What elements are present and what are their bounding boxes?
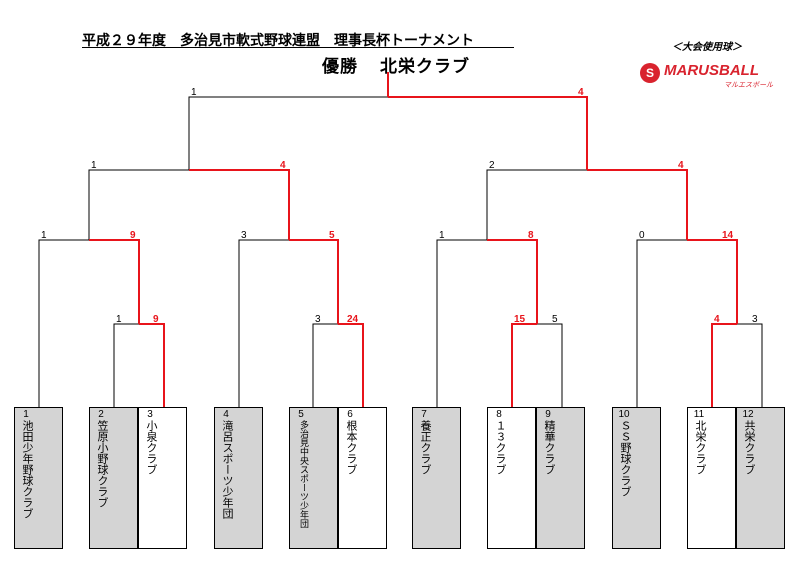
r2m4-right-line bbox=[687, 239, 738, 324]
maru-s-ball-logo: S MARUSBALL マルエスボール bbox=[640, 60, 773, 89]
team-name: ＳＳ野球クラブ bbox=[619, 420, 632, 497]
r2m2-left-score: 3 bbox=[241, 230, 247, 241]
sf1-right-score: 4 bbox=[280, 160, 286, 171]
r2m3-left-score: 1 bbox=[439, 230, 445, 241]
team-name: 根本クラブ bbox=[345, 420, 358, 475]
r1m4-right-score: 3 bbox=[752, 314, 758, 325]
sf2-right-line bbox=[587, 169, 688, 240]
r2m2-left-line bbox=[238, 239, 289, 407]
winner-banner: 優勝 北栄クラブ bbox=[322, 52, 470, 77]
r1m1-left-score: 1 bbox=[116, 314, 122, 325]
team-box-1: 1 池田少年野球クラブ bbox=[14, 407, 63, 549]
team-name: 多治見中央スポーツ少年団 bbox=[298, 420, 308, 528]
team-box-12: 12 共栄クラブ bbox=[736, 407, 785, 549]
team-number: 4 bbox=[223, 409, 229, 420]
final-left-line bbox=[188, 96, 388, 170]
team-number: 7 bbox=[421, 409, 427, 420]
r2m1-left-score: 1 bbox=[41, 230, 47, 241]
r2m4-right-score: 14 bbox=[722, 230, 734, 241]
team-box-10: 10 ＳＳ野球クラブ bbox=[612, 407, 661, 549]
team-number: 10 bbox=[618, 409, 630, 420]
team-box-4: 4 滝呂スポーツ少年団 bbox=[214, 407, 263, 549]
r1m3-right-score: 5 bbox=[552, 314, 558, 325]
sf1-right-line bbox=[189, 169, 290, 240]
r2m1-right-score: 9 bbox=[130, 230, 136, 241]
team-box-9: 9 精華クラブ bbox=[536, 407, 585, 549]
team-name: 笠原小野球クラブ bbox=[96, 420, 109, 508]
r1m4-left-line bbox=[711, 323, 737, 407]
final-right-line bbox=[388, 96, 588, 170]
r1m2-right-line bbox=[338, 323, 364, 407]
r1m2-right-score: 24 bbox=[347, 314, 359, 325]
team-number: 9 bbox=[545, 409, 551, 420]
team-number: 5 bbox=[298, 409, 304, 420]
final-left-score: 1 bbox=[191, 87, 197, 98]
team-name: 北栄クラブ bbox=[694, 420, 707, 475]
team-number: 12 bbox=[742, 409, 754, 420]
team-number: 2 bbox=[98, 409, 104, 420]
r2m3-right-score: 8 bbox=[528, 230, 534, 241]
team-box-6: 6 根本クラブ bbox=[338, 407, 387, 549]
r1m2-left-line bbox=[312, 323, 338, 407]
page-title: 平成２９年度 多治見市軟式野球連盟 理事長杯トーナメント bbox=[82, 33, 474, 49]
sf1-left-line bbox=[88, 169, 189, 240]
team-box-8: 8 １３クラブ bbox=[487, 407, 536, 549]
r2m4-left-score: 0 bbox=[639, 230, 645, 241]
official-ball-label: ＜大会使用球＞ bbox=[672, 42, 742, 53]
team-name: 精華クラブ bbox=[543, 420, 556, 475]
team-box-3: 3 小泉クラブ bbox=[138, 407, 187, 549]
r2m3-left-line bbox=[436, 239, 487, 407]
r2m3-right-line bbox=[487, 239, 538, 324]
team-number: 1 bbox=[23, 409, 29, 420]
champion-name: 北栄クラブ bbox=[380, 57, 470, 77]
r2m4-left-line bbox=[636, 239, 687, 407]
r1m2-left-score: 3 bbox=[315, 314, 321, 325]
sf1-left-score: 1 bbox=[91, 160, 97, 171]
logo-subtext: マルエスボール bbox=[724, 82, 773, 89]
logo-mark: S bbox=[640, 63, 660, 83]
r1m4-left-score: 4 bbox=[714, 314, 720, 325]
sf2-left-line bbox=[486, 169, 587, 240]
r1m1-left-line bbox=[113, 323, 139, 407]
logo-text: MARUSBALL bbox=[664, 62, 759, 79]
team-name: 養正クラブ bbox=[419, 420, 432, 475]
sf2-left-score: 2 bbox=[489, 160, 495, 171]
loser-lines bbox=[38, 96, 763, 407]
team-number: 8 bbox=[496, 409, 502, 420]
r1m4-right-line bbox=[737, 323, 763, 407]
r2m2-right-score: 5 bbox=[329, 230, 335, 241]
winner-label: 優勝 bbox=[322, 57, 358, 77]
final-right-score: 4 bbox=[578, 87, 584, 98]
sf2-right-score: 4 bbox=[678, 160, 684, 171]
r1m3-right-line bbox=[537, 323, 563, 407]
team-box-11: 11 北栄クラブ bbox=[687, 407, 736, 549]
r1m1-right-line bbox=[139, 323, 165, 407]
r2m1-right-line bbox=[89, 239, 140, 324]
team-box-2: 2 笠原小野球クラブ bbox=[89, 407, 138, 549]
team-name: 池田少年野球クラブ bbox=[21, 420, 34, 519]
r2m1-left-line bbox=[38, 239, 89, 407]
team-number: 3 bbox=[147, 409, 153, 420]
team-box-5: 5 多治見中央スポーツ少年団 bbox=[289, 407, 338, 549]
title-underline bbox=[82, 47, 514, 48]
r1m1-right-score: 9 bbox=[153, 314, 159, 325]
team-number: 6 bbox=[347, 409, 353, 420]
r1m3-left-score: 15 bbox=[514, 314, 526, 325]
team-box-7: 7 養正クラブ bbox=[412, 407, 461, 549]
team-number: 11 bbox=[693, 409, 705, 420]
team-name: １３クラブ bbox=[494, 420, 507, 475]
r2m2-right-line bbox=[289, 239, 339, 324]
team-name: 共栄クラブ bbox=[743, 420, 756, 475]
team-name: 滝呂スポーツ少年団 bbox=[221, 420, 234, 519]
winner-lines bbox=[89, 72, 738, 407]
team-name: 小泉クラブ bbox=[145, 420, 158, 475]
r1m3-left-line bbox=[511, 323, 537, 407]
